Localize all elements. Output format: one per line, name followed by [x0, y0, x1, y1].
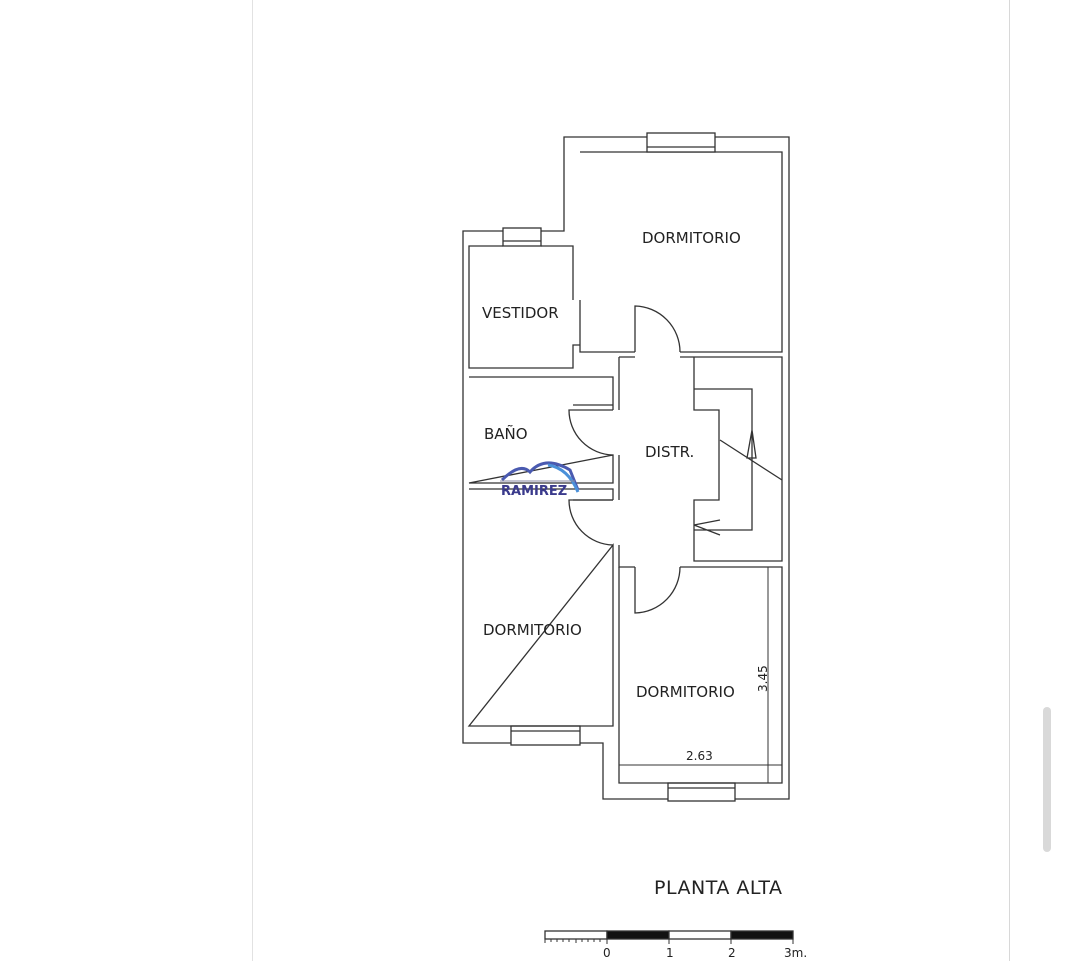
ramirez-logo: RAMIREZ — [500, 461, 580, 499]
bath-walls — [468, 376, 614, 484]
room-label-bano: BAÑO — [484, 424, 528, 443]
scale-tick-label: 0 — [603, 946, 611, 960]
document-page — [252, 0, 1010, 961]
room-label-vestidor: VESTIDOR — [482, 304, 559, 322]
room-label-dormitorio: DORMITORIO — [642, 229, 741, 247]
scale-tick-label: 1 — [666, 946, 674, 960]
window — [646, 132, 716, 153]
scale-tick-label: 2 — [728, 946, 736, 960]
door — [568, 409, 614, 456]
logo-text: RAMIREZ — [501, 484, 567, 499]
stairs — [693, 388, 783, 536]
vertical-scrollbar[interactable] — [1043, 707, 1051, 852]
scale-tick-label: 3m. — [784, 946, 807, 960]
plan-title: PLANTA ALTA — [654, 877, 783, 899]
room-label-dormitorio: DORMITORIO — [483, 621, 582, 639]
door — [568, 499, 614, 546]
door — [634, 305, 681, 353]
room-label-dormitorio: DORMITORIO — [636, 683, 735, 701]
window — [667, 782, 736, 802]
inner-wall-top-bedroom — [468, 151, 783, 369]
door — [634, 566, 681, 614]
scale-bar — [544, 930, 794, 944]
left-bedroom-walls — [467, 488, 614, 727]
dimension-width: 2.63 — [686, 749, 713, 763]
dimension-height: 3.45 — [756, 665, 770, 692]
room-label-distr: DISTR. — [645, 443, 694, 461]
window — [502, 227, 542, 247]
window — [510, 725, 581, 746]
